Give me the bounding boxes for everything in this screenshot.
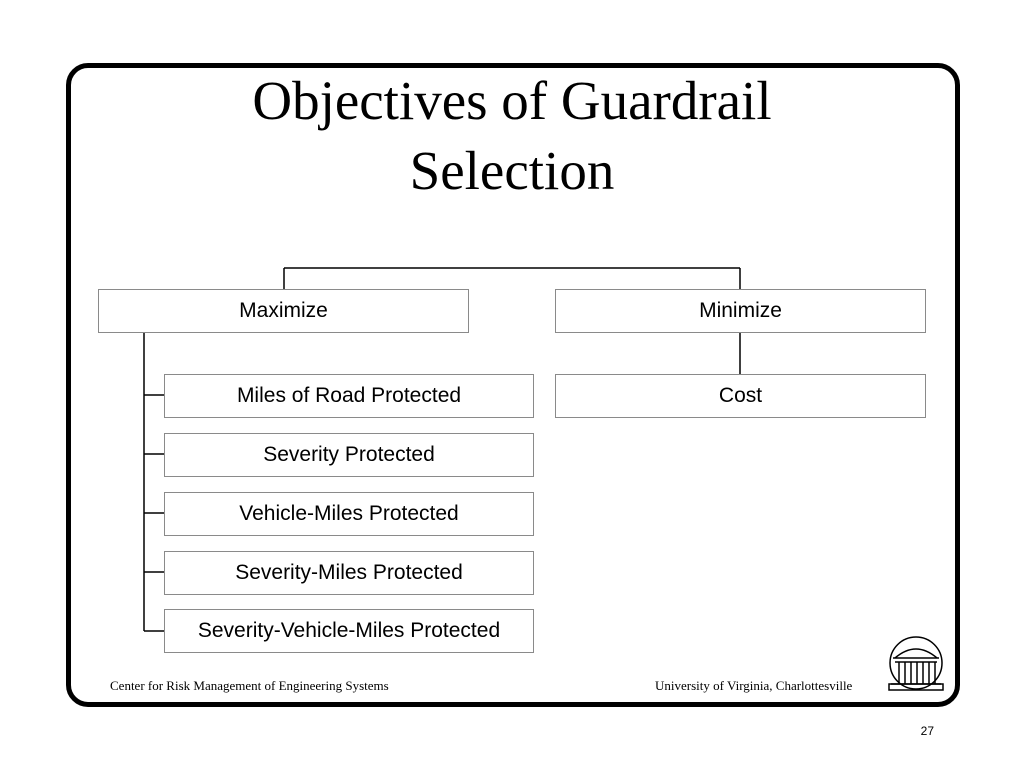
slide-title: Objectives of Guardrail Selection (0, 66, 1024, 206)
objective-severity-protected: Severity Protected (164, 433, 534, 477)
minimize-node: Minimize (555, 289, 926, 333)
maximize-label: Maximize (239, 299, 328, 322)
objective-label: Miles of Road Protected (236, 384, 462, 407)
title-line-2: Selection (409, 140, 615, 201)
objective-label: Vehicle-Miles Protected (239, 502, 459, 525)
objective-label: Severity Protected (263, 443, 435, 466)
title-line-1: Objectives of Guardrail (252, 70, 772, 131)
maximize-node: Maximize (98, 289, 469, 333)
objective-miles-of-road-protected: Miles of Road Protected (164, 374, 534, 418)
university-rotunda-logo-icon (888, 636, 944, 691)
objective-vehicle-miles-protected: Vehicle-Miles Protected (164, 492, 534, 536)
page-number: 27 (920, 724, 934, 738)
objective-cost: Cost (555, 374, 926, 418)
objective-severity-miles-protected: Severity-Miles Protected (164, 551, 534, 595)
slide-frame (66, 63, 960, 707)
objective-severity-vehicle-miles-protected: Severity-Vehicle-Miles Protected (164, 609, 534, 653)
objective-label: Severity-Miles Protected (235, 561, 463, 584)
minimize-label: Minimize (699, 299, 782, 322)
objective-label: Severity-Vehicle-Miles Protected (197, 619, 501, 642)
footer-left: Center for Risk Management of Engineerin… (110, 678, 389, 693)
footer-right: University of Virginia, Charlottesville (655, 678, 853, 693)
objective-label: Cost (718, 384, 763, 407)
